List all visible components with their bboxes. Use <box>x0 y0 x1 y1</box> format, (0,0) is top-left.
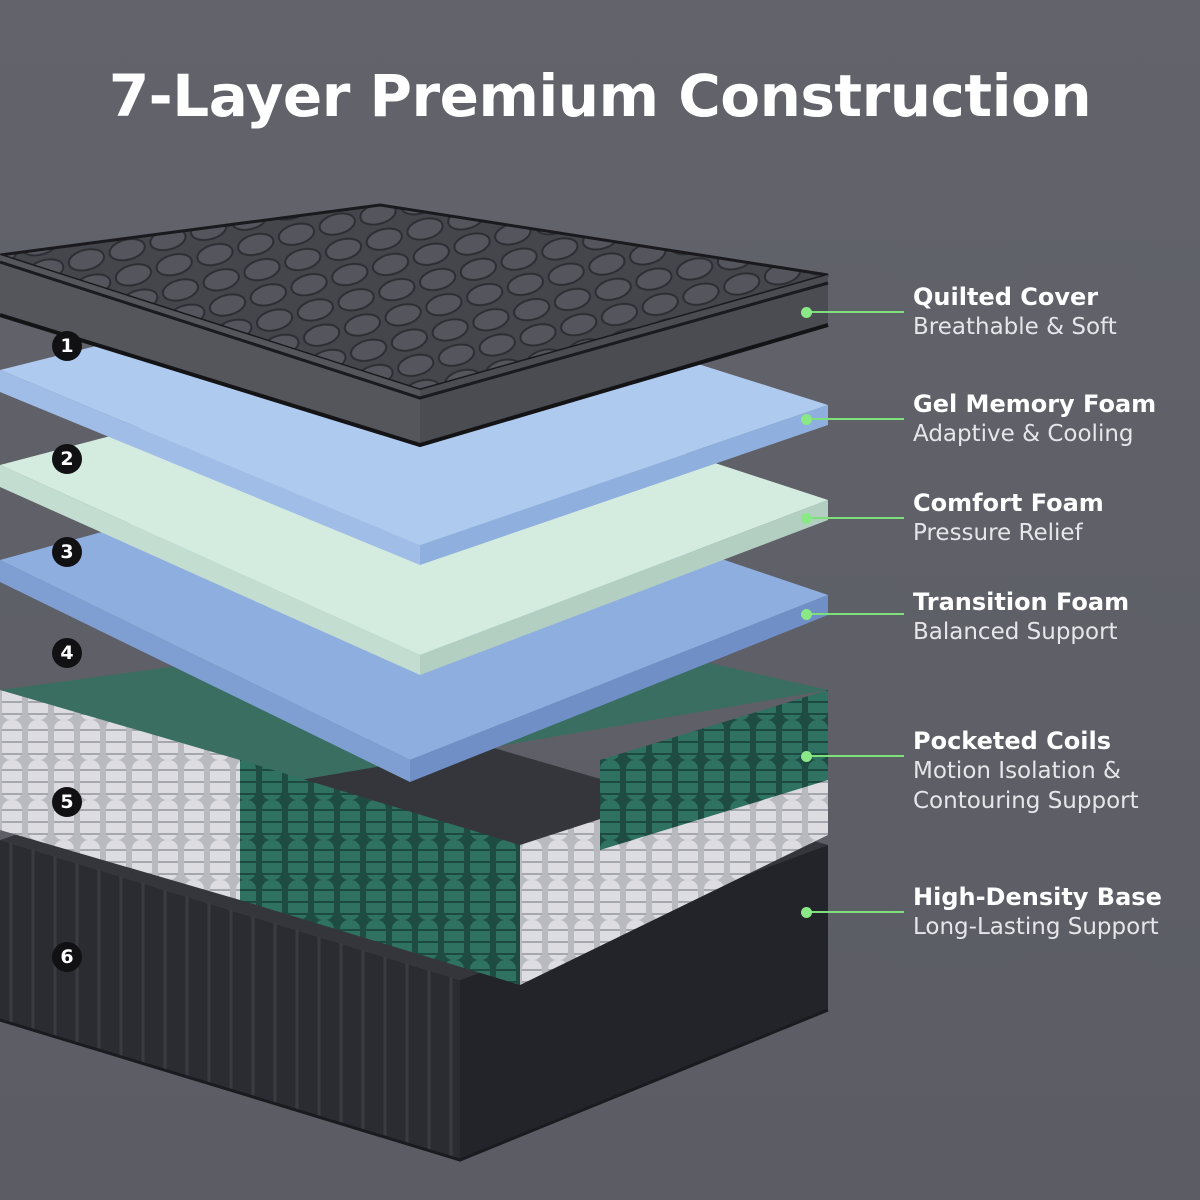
layer-description: Pressure Relief <box>913 520 1083 546</box>
layer-cover-shape <box>0 203 829 448</box>
layer-description: Breathable & Soft <box>913 314 1117 340</box>
layer-description: Long-Lasting Support <box>913 914 1159 940</box>
layer-number-badge: 5 <box>52 787 82 817</box>
callout-leader-line <box>806 311 904 313</box>
layer-number-badge: 6 <box>52 942 82 972</box>
callout-transition-foam: Transition Foam Balanced Support <box>913 587 1198 647</box>
layer-coils-shape <box>0 620 828 985</box>
callout-leader-line <box>806 911 904 913</box>
callout-gel-memory-foam: Gel Memory Foam Adaptive & Cooling <box>913 389 1198 449</box>
layer-name: High-Density Base <box>913 883 1162 911</box>
layer-name: Gel Memory Foam <box>913 390 1157 418</box>
layer-number-badge: 4 <box>52 638 82 668</box>
layer-number-badge: 3 <box>52 537 82 567</box>
page-title: 7-Layer Premium Construction <box>108 62 1092 130</box>
layer-description: Motion Isolation & Contouring Support <box>913 758 1139 814</box>
callout-high-density-base: High-Density Base Long-Lasting Support <box>913 882 1198 942</box>
callout-leader-line <box>806 418 904 420</box>
layer-number-badge: 2 <box>52 444 82 474</box>
layer-description: Balanced Support <box>913 619 1118 645</box>
callout-quilted-cover: Quilted Cover Breathable & Soft <box>913 282 1198 342</box>
callout-leader-line <box>806 517 904 519</box>
callout-dot <box>801 307 812 318</box>
callout-dot <box>801 751 812 762</box>
layer-name: Quilted Cover <box>913 283 1099 311</box>
callout-dot <box>801 414 812 425</box>
layer-name: Pocketed Coils <box>913 727 1112 755</box>
callout-leader-line <box>806 613 904 615</box>
layer-number-badge: 1 <box>52 331 82 361</box>
callout-dot <box>801 609 812 620</box>
callout-pocketed-coils: Pocketed Coils Motion Isolation & Contou… <box>913 726 1198 816</box>
layer-description: Adaptive & Cooling <box>913 421 1134 447</box>
callout-dot <box>801 513 812 524</box>
callout-comfort-foam: Comfort Foam Pressure Relief <box>913 488 1198 548</box>
layer-name: Comfort Foam <box>913 489 1104 517</box>
layer-name: Transition Foam <box>913 588 1130 616</box>
callout-dot <box>801 907 812 918</box>
callout-leader-line <box>806 755 904 757</box>
